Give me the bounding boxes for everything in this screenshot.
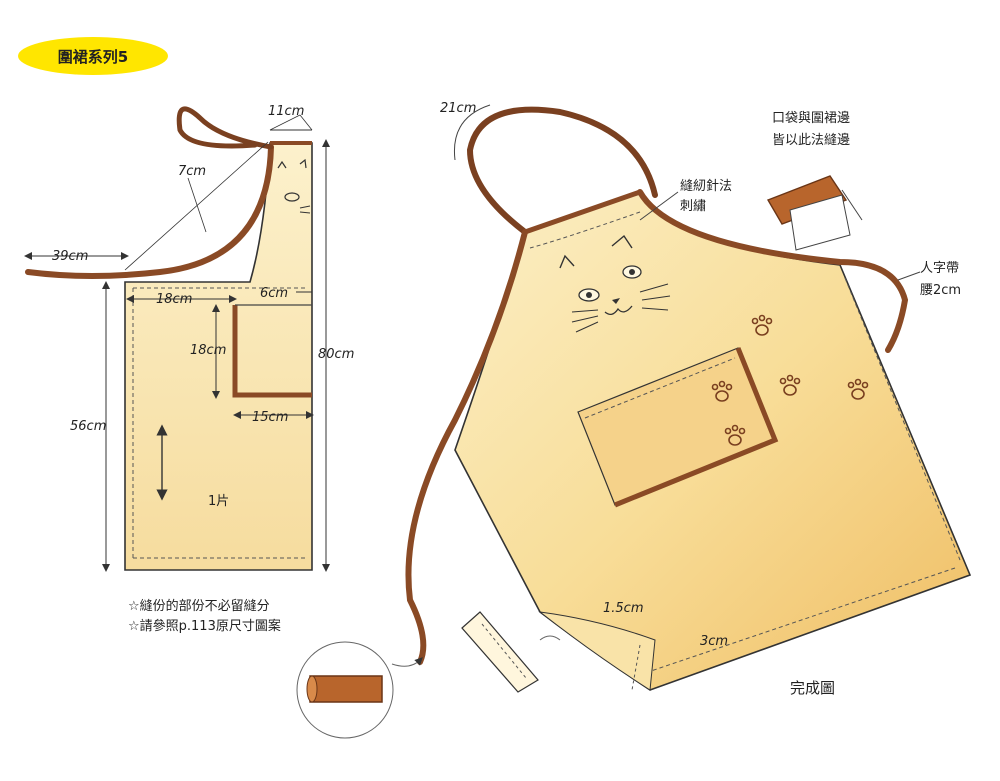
finished-caption: 完成圖 — [790, 679, 835, 697]
callout-tie-1: 人字帶 — [920, 261, 959, 276]
callout-topstitch-2: 刺繡 — [680, 199, 706, 214]
dim-top-width: 11cm — [268, 104, 304, 119]
dim-neck-strap: 21cm — [440, 101, 476, 116]
note-1: ☆縫份的部份不必留縫分 — [128, 598, 270, 614]
paw-prints — [711, 314, 869, 446]
title-badge: 圍裙系列5 — [18, 37, 168, 75]
dim-tie: 39cm — [52, 249, 88, 264]
detail-binding-circle — [296, 641, 423, 739]
neck-strap — [176, 106, 274, 150]
piece-count: 1片 — [208, 494, 229, 509]
dim-pocket-width: 15cm — [252, 410, 288, 425]
dim-hem-bottom: 3cm — [700, 634, 728, 649]
detail-hem-fold — [461, 611, 561, 693]
note-2: ☆請參照p.113原尺寸圖案 — [128, 619, 281, 634]
finished-apron — [405, 104, 972, 691]
dim-hem-side: 1.5cm — [603, 601, 644, 616]
detail-binding-top — [766, 175, 863, 251]
dim-pocket-offset: 18cm — [156, 292, 192, 307]
dim-pocket-gap: 6cm — [260, 286, 288, 301]
callout-tie-2: 腰2cm — [920, 283, 961, 298]
dim-lower-height: 56cm — [70, 419, 106, 434]
pattern-piece: 11cm 7cm 39cm 18cm 6cm 18cm 80cm 56cm 15… — [24, 104, 354, 572]
callout-pocket-edge-2: 皆以此法縫邊 — [772, 133, 850, 148]
dim-pocket-height: 18cm — [190, 343, 226, 358]
dim-total-height: 80cm — [318, 347, 354, 362]
dim-strap: 7cm — [178, 164, 206, 179]
tie-strap — [25, 144, 274, 279]
title-text: 圍裙系列5 — [58, 48, 128, 66]
callout-pocket-edge-1: 口袋與圍裙邊 — [772, 111, 850, 126]
callout-topstitch-1: 縫紉針法 — [680, 179, 732, 194]
